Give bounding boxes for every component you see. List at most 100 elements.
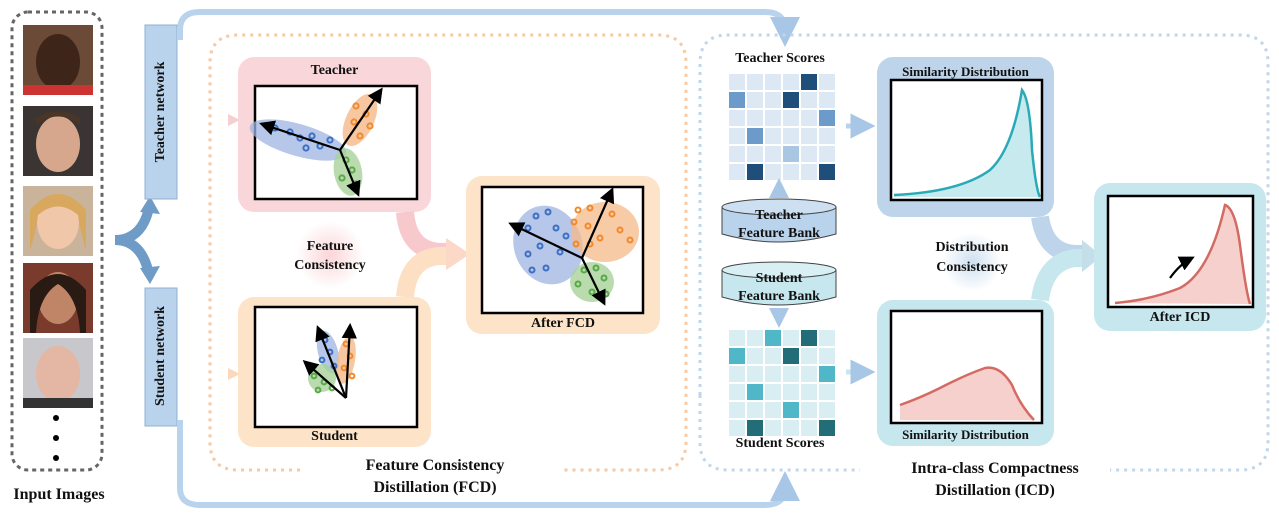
score-cell [729, 74, 745, 90]
score-cell [747, 74, 763, 90]
score-cell [729, 164, 745, 180]
score-cell [729, 402, 745, 418]
score-cell [747, 110, 763, 126]
score-cell [747, 92, 763, 108]
score-cell [783, 74, 799, 90]
score-cell [783, 402, 799, 418]
student-score-matrix [729, 330, 835, 436]
score-cell [765, 420, 781, 436]
score-cell [783, 348, 799, 364]
icd-title-line1: Intra-class Compactness [911, 460, 1079, 477]
score-cell [765, 366, 781, 382]
feature-consistency-line2: Consistency [294, 258, 366, 273]
student-distribution-curve [899, 366, 1035, 421]
score-cell [783, 92, 799, 108]
score-cell [747, 366, 763, 382]
top-connector-arrow [177, 9, 800, 47]
student-similarity-title: Similarity Distribution [902, 427, 1029, 442]
score-cell [729, 330, 745, 346]
score-cell [801, 164, 817, 180]
score-cell [801, 110, 817, 126]
score-cell [729, 128, 745, 144]
student-scores-label: Student Scores [735, 436, 825, 451]
score-cell [747, 384, 763, 400]
score-cell [747, 330, 763, 346]
face-image-5 [23, 338, 93, 408]
score-cell [801, 74, 817, 90]
student-feature-bank [721, 261, 837, 306]
face-image-4 [23, 263, 93, 333]
score-cell [819, 366, 835, 382]
score-cell [729, 146, 745, 162]
icd-region-border [698, 33, 1270, 472]
score-cell [783, 366, 799, 382]
score-cell [729, 366, 745, 382]
score-cell [765, 402, 781, 418]
score-cell [765, 146, 781, 162]
bottom-connector-arrow [177, 420, 800, 508]
score-cell [801, 146, 817, 162]
teacher-network-label: Teacher network [153, 61, 168, 163]
score-cell [783, 384, 799, 400]
teacher-panel-title: Teacher [310, 63, 359, 78]
face-image-2 [23, 106, 93, 176]
score-cell [819, 402, 835, 418]
score-cell [729, 92, 745, 108]
student-panel-title: Student [311, 429, 358, 444]
input-images-border [10, 10, 104, 472]
teacher-score-matrix [729, 74, 835, 180]
student-network-bar [144, 287, 178, 427]
score-cell [747, 348, 763, 364]
after-fcd-title: After FCD [531, 316, 595, 331]
score-cell [729, 348, 745, 364]
teacher-network-bar [144, 24, 178, 200]
distribution-consistency-line1: Distribution [935, 240, 1009, 255]
score-cell [747, 128, 763, 144]
student-dist-merge-arrow [1031, 249, 1085, 302]
score-cell [819, 348, 835, 364]
shift-arrow [1169, 256, 1195, 279]
score-cell [801, 128, 817, 144]
fcd-title-line2: Distillation (FCD) [373, 479, 497, 496]
teacher-distribution-curve [893, 87, 1042, 198]
teacher-dist-merge-arrow [1031, 215, 1085, 263]
fcd-title-line1: Feature Consistency [365, 457, 505, 474]
score-cell [801, 402, 817, 418]
student-bank-line2: Feature Bank [738, 289, 820, 304]
score-cell [819, 74, 835, 90]
teacher-feature-bank [721, 198, 837, 243]
score-cell [747, 146, 763, 162]
face-image-3 [23, 186, 93, 256]
score-cell [819, 164, 835, 180]
score-cell [783, 164, 799, 180]
ellipsis-dots [53, 415, 59, 461]
score-cell [765, 128, 781, 144]
score-cell [765, 384, 781, 400]
teacher-clusters [249, 87, 383, 197]
icd-title-line2: Distillation (ICD) [935, 482, 1055, 499]
score-cell [819, 420, 835, 436]
score-cell [747, 164, 763, 180]
face-image-1 [23, 25, 93, 95]
score-cell [783, 330, 799, 346]
score-cell [819, 92, 835, 108]
score-cell [819, 384, 835, 400]
score-cell [819, 128, 835, 144]
score-cell [729, 384, 745, 400]
score-cell [801, 366, 817, 382]
teacher-bank-line2: Feature Bank [738, 226, 820, 241]
teacher-similarity-title: Similarity Distribution [902, 64, 1029, 79]
score-cell [747, 402, 763, 418]
score-cell [801, 348, 817, 364]
student-network-label: Student network [153, 306, 168, 406]
score-cell [747, 420, 763, 436]
feature-consistency-line1: Feature [306, 239, 354, 254]
score-cell [765, 330, 781, 346]
student-bank-line1: Student [755, 271, 803, 286]
score-cell [819, 110, 835, 126]
score-cell [783, 128, 799, 144]
after-icd-title: After ICD [1149, 310, 1211, 325]
score-cell [783, 110, 799, 126]
score-cell [729, 420, 745, 436]
